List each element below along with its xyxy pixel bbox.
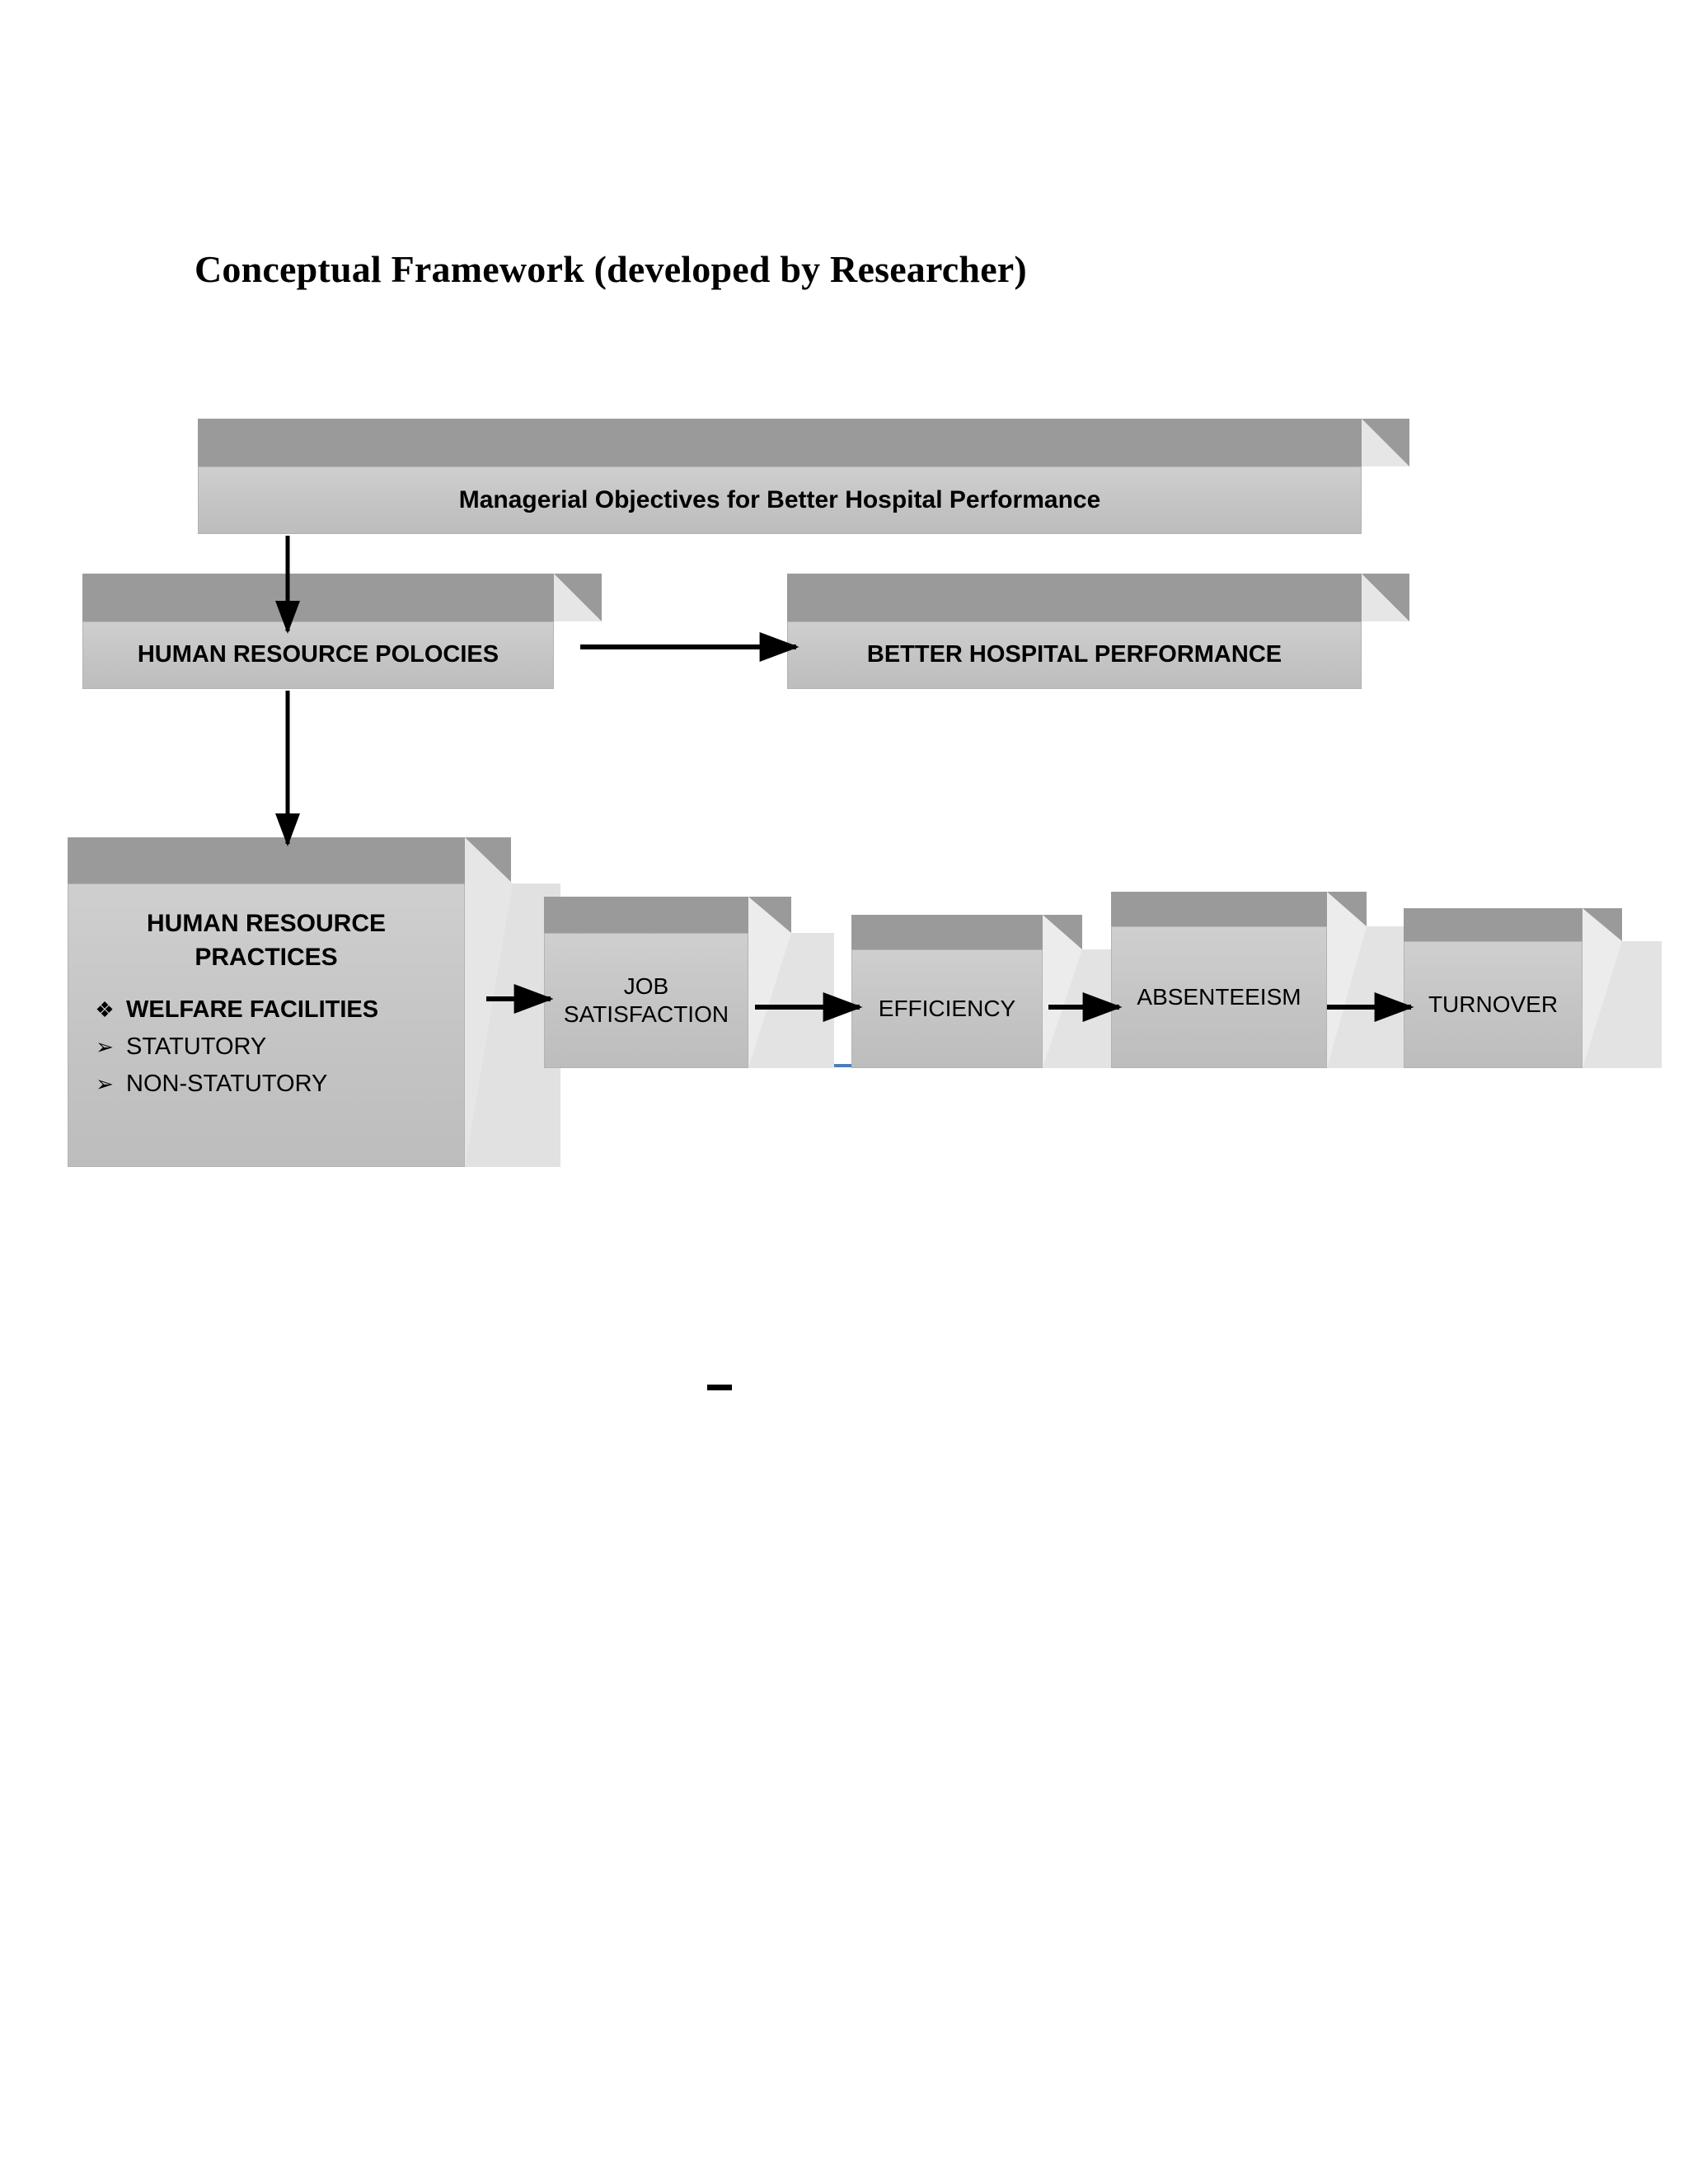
box-side-face xyxy=(554,574,649,621)
node-label-wrap: HUMAN RESOURCE POLOCIES xyxy=(82,621,554,689)
node-label-wrap: Managerial Objectives for Better Hospita… xyxy=(198,466,1362,534)
node-label: BETTER HOSPITAL PERFORMANCE xyxy=(866,641,1282,668)
node-turnover[interactable]: TURNOVER xyxy=(1404,908,1662,1068)
box-side-face xyxy=(1362,419,1457,466)
box-side-face xyxy=(748,897,834,1068)
node-label-wrap: EFFICIENCY xyxy=(851,949,1043,1068)
node-hr-policies[interactable]: HUMAN RESOURCE POLOCIES xyxy=(82,574,649,689)
node-label-wrap: BETTER HOSPITAL PERFORMANCE xyxy=(787,621,1362,689)
box-top-face xyxy=(787,574,1409,621)
list-item-label: STATUTORY xyxy=(126,1033,267,1060)
node-hr-practices[interactable]: HUMAN RESOURCE PRACTICES ❖ WELFARE FACIL… xyxy=(68,837,560,1167)
node-label: ABSENTEEISM xyxy=(1137,983,1301,1010)
box-top-face xyxy=(1111,892,1367,926)
hr-practices-list: ❖ WELFARE FACILITIES ➢ STATUTORY ➢ NON-S… xyxy=(68,996,479,1108)
list-item[interactable]: ➢ NON-STATUTORY xyxy=(83,1071,479,1098)
node-absenteeism[interactable]: ABSENTEEISM xyxy=(1111,892,1406,1068)
box-top-face xyxy=(198,419,1409,466)
diamond-bullet-icon: ❖ xyxy=(95,997,115,1022)
arrow-bullet-icon: ➢ xyxy=(96,1071,114,1096)
box-side-face xyxy=(1582,908,1662,1068)
node-label: Managerial Objectives for Better Hospita… xyxy=(458,485,1101,513)
node-label-wrap: ABSENTEEISM xyxy=(1111,926,1327,1068)
hr-practices-title-line1: HUMAN RESOURCE xyxy=(146,910,386,937)
box-side-face xyxy=(1327,892,1406,1068)
box-side-face xyxy=(1043,915,1122,1068)
node-job-satisfaction[interactable]: JOB SATISFACTION xyxy=(544,897,834,1068)
list-item-label: NON-STATUTORY xyxy=(126,1071,328,1097)
node-label: JOB SATISFACTION xyxy=(552,972,740,1029)
node-label-wrap: JOB SATISFACTION xyxy=(544,933,748,1068)
list-item[interactable]: ❖ WELFARE FACILITIES xyxy=(83,996,479,1024)
box-side-face xyxy=(1362,574,1457,621)
node-label: HUMAN RESOURCE POLOCIES xyxy=(137,641,499,668)
node-label-line2: SATISFACTION xyxy=(563,1001,729,1027)
node-label: TURNOVER xyxy=(1428,991,1559,1017)
hr-practices-title-line2: PRACTICES xyxy=(195,943,338,971)
node-body: HUMAN RESOURCE PRACTICES ❖ WELFARE FACIL… xyxy=(68,883,465,1167)
page-title: Conceptual Framework (developed by Resea… xyxy=(195,248,1027,290)
node-label: EFFICIENCY xyxy=(878,995,1016,1021)
list-item-label: WELFARE FACILITIES xyxy=(126,996,379,1023)
box-top-face xyxy=(68,837,511,883)
node-label-wrap: TURNOVER xyxy=(1404,941,1582,1068)
node-efficiency[interactable]: EFFICIENCY xyxy=(851,915,1122,1068)
arrow-bullet-icon: ➢ xyxy=(96,1034,114,1059)
node-label-line1: JOB xyxy=(623,972,669,999)
list-item[interactable]: ➢ STATUTORY xyxy=(83,1033,479,1061)
node-managerial-objectives[interactable]: Managerial Objectives for Better Hospita… xyxy=(198,419,1457,534)
stray-dash-artifact xyxy=(707,1385,732,1390)
box-top-face xyxy=(82,574,602,621)
hr-practices-title: HUMAN RESOURCE PRACTICES xyxy=(68,907,464,974)
node-better-hospital-performance[interactable]: BETTER HOSPITAL PERFORMANCE xyxy=(787,574,1457,689)
